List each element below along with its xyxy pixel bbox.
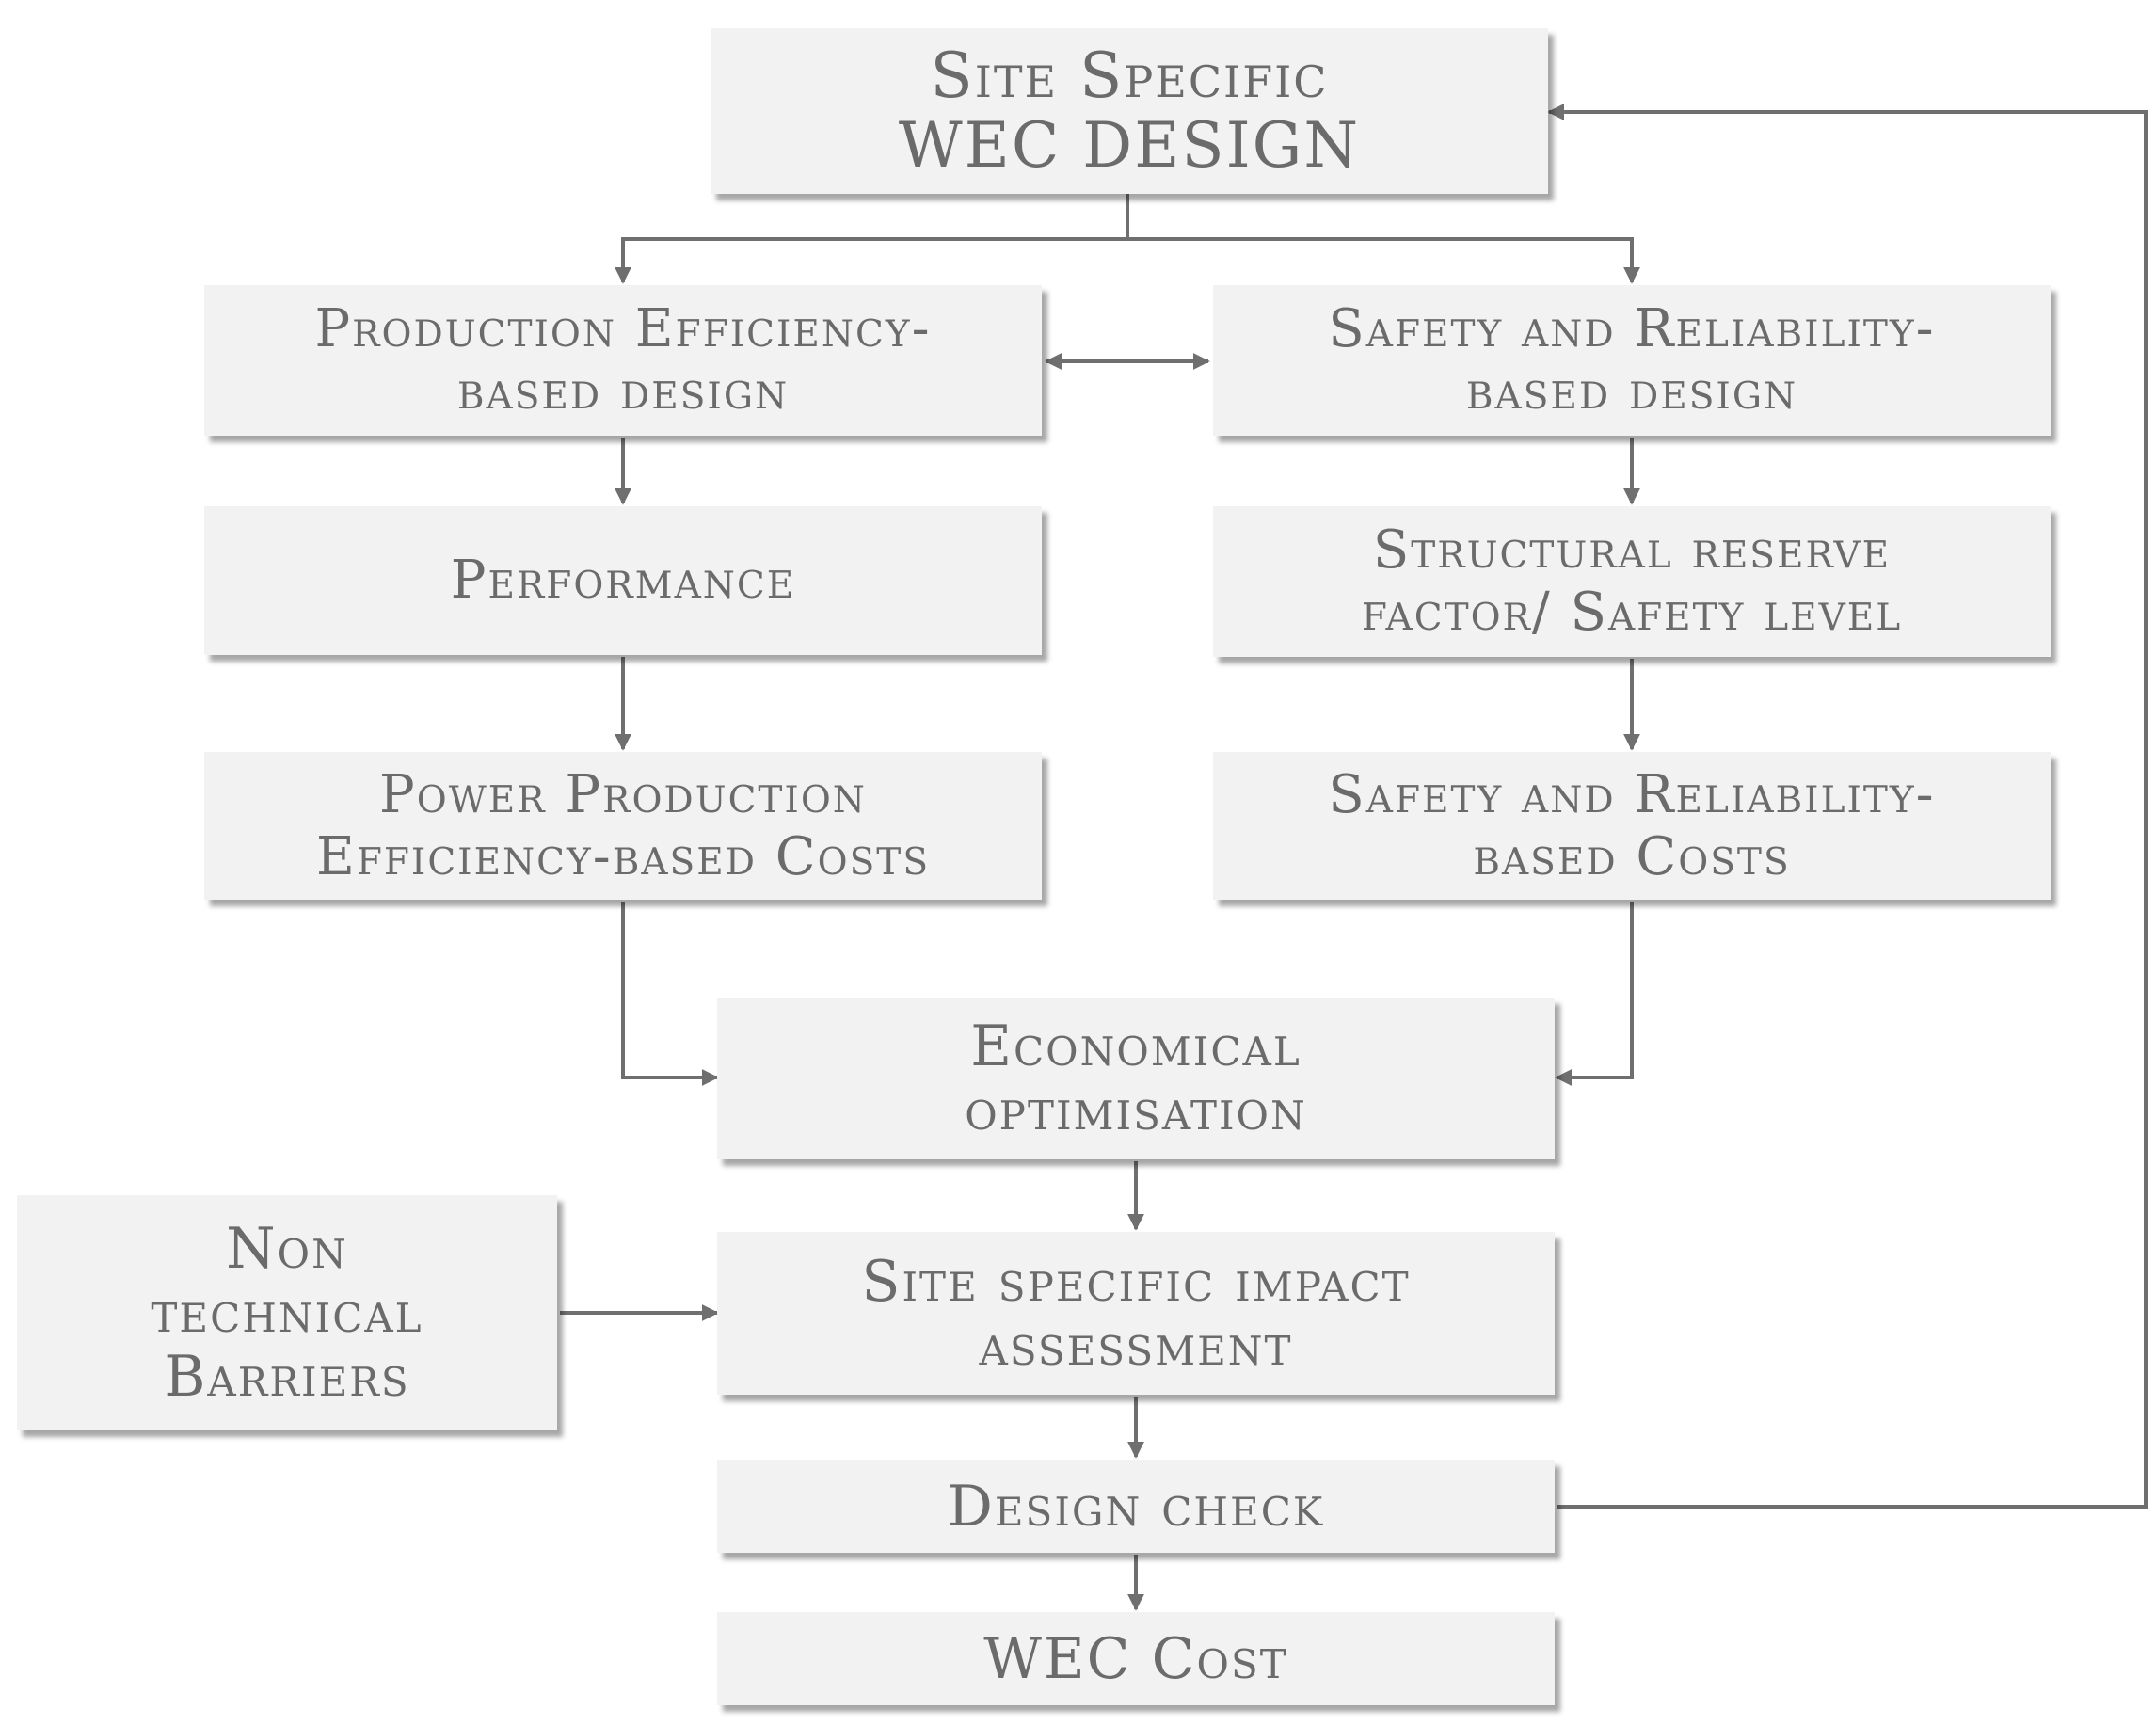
connector-top-to-safety — [1127, 237, 1640, 284]
node-safety-reliability-costs: Safety and Reliability- based Costs — [1213, 752, 2051, 900]
node-site-specific-wec-design: Site Specific WEC DESIGN — [711, 28, 1548, 194]
node-label-line: based design — [456, 360, 790, 422]
node-performance: Performance — [204, 506, 1042, 655]
node-power-production-costs: Power Production Efficiency-based Costs — [204, 752, 1042, 900]
connector-power-costs-to-economical — [621, 902, 719, 1086]
node-design-check: Design check — [717, 1460, 1555, 1553]
node-label-line: Performance — [450, 550, 796, 611]
node-label-line: WEC DESIGN — [898, 109, 1361, 182]
node-label-line: Power Production — [379, 763, 867, 825]
node-wec-cost: WEC Cost — [717, 1612, 1555, 1705]
node-label-line: Safety and Reliability- — [1328, 763, 1936, 825]
node-label-line: Safety and Reliability- — [1328, 298, 1936, 359]
node-label-line: WEC Cost — [983, 1625, 1288, 1692]
node-label-line: Barriers — [164, 1344, 410, 1410]
node-label-line: technical — [151, 1280, 423, 1346]
node-label-line: Non — [226, 1216, 348, 1282]
node-label-line: Structural reserve — [1372, 519, 1892, 581]
node-site-specific-impact-assessment: Site specific impact assessment — [717, 1232, 1555, 1395]
node-label-line: Site Specific — [930, 40, 1329, 112]
node-label-line: Production Efficiency- — [314, 298, 932, 359]
node-label-line: optimisation — [965, 1078, 1307, 1143]
node-economical-optimisation: Economical optimisation — [717, 998, 1555, 1159]
connector-design-check-feedback-loop — [1547, 104, 2148, 1509]
node-label-line: Efficiency-based Costs — [315, 825, 931, 887]
connector-safety-costs-to-economical — [1555, 902, 1634, 1086]
node-safety-reliability-design: Safety and Reliability- based design — [1213, 285, 2051, 436]
node-structural-reserve-factor: Structural reserve factor/ Safety level — [1213, 506, 2051, 657]
node-non-technical-barriers: Non technical Barriers — [17, 1195, 557, 1430]
node-label-line: Design check — [947, 1473, 1325, 1540]
node-label-line: based Costs — [1473, 825, 1791, 887]
node-label-line: based design — [1465, 360, 1798, 422]
connector-top-to-production — [615, 194, 1129, 284]
node-label-line: Site specific impact — [861, 1248, 1411, 1315]
node-label-line: assessment — [979, 1312, 1293, 1379]
node-production-efficiency-design: Production Efficiency- based design — [204, 285, 1042, 436]
node-label-line: factor/ Safety level — [1361, 582, 1903, 643]
node-label-line: Economical — [970, 1014, 1302, 1079]
